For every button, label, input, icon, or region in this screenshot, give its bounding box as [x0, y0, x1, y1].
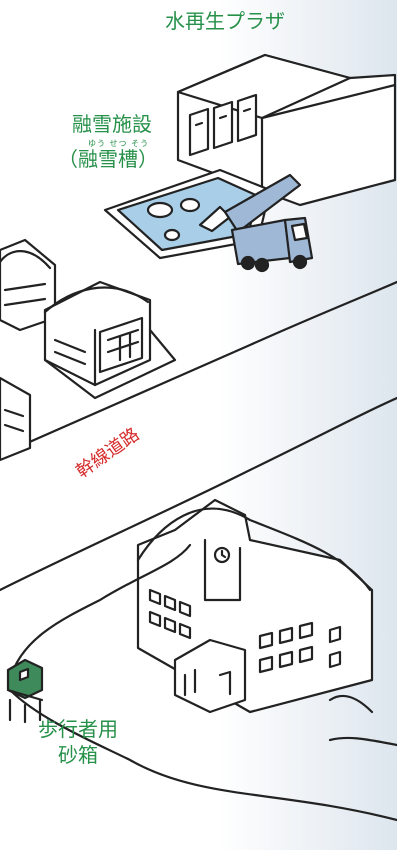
school-building: [136, 498, 374, 714]
road-edge-lower: [0, 396, 397, 592]
pedestrian-sandbox: [6, 658, 44, 724]
house-left-3: [0, 376, 32, 462]
water-plaza-label: 水再生プラザ: [165, 9, 285, 33]
snow-facility-ruby: ゆう せつ そう: [88, 139, 150, 148]
water-plaza-building: [176, 53, 397, 207]
house-left-2: [43, 280, 177, 400]
sandbox-label-line1: 歩行者用: [38, 717, 118, 741]
snow-facility-subtitle: （融雪槽）: [58, 147, 158, 171]
snow-melting-tank: [103, 168, 272, 260]
dump-truck: [223, 173, 314, 273]
sandbox-label-line2: 砂箱: [58, 743, 98, 767]
road-edge-upper: [0, 280, 397, 457]
school-yard-boundary: [8, 543, 397, 822]
snow-facility-title: 融雪施設: [72, 112, 152, 136]
house-left-1: [0, 238, 57, 332]
